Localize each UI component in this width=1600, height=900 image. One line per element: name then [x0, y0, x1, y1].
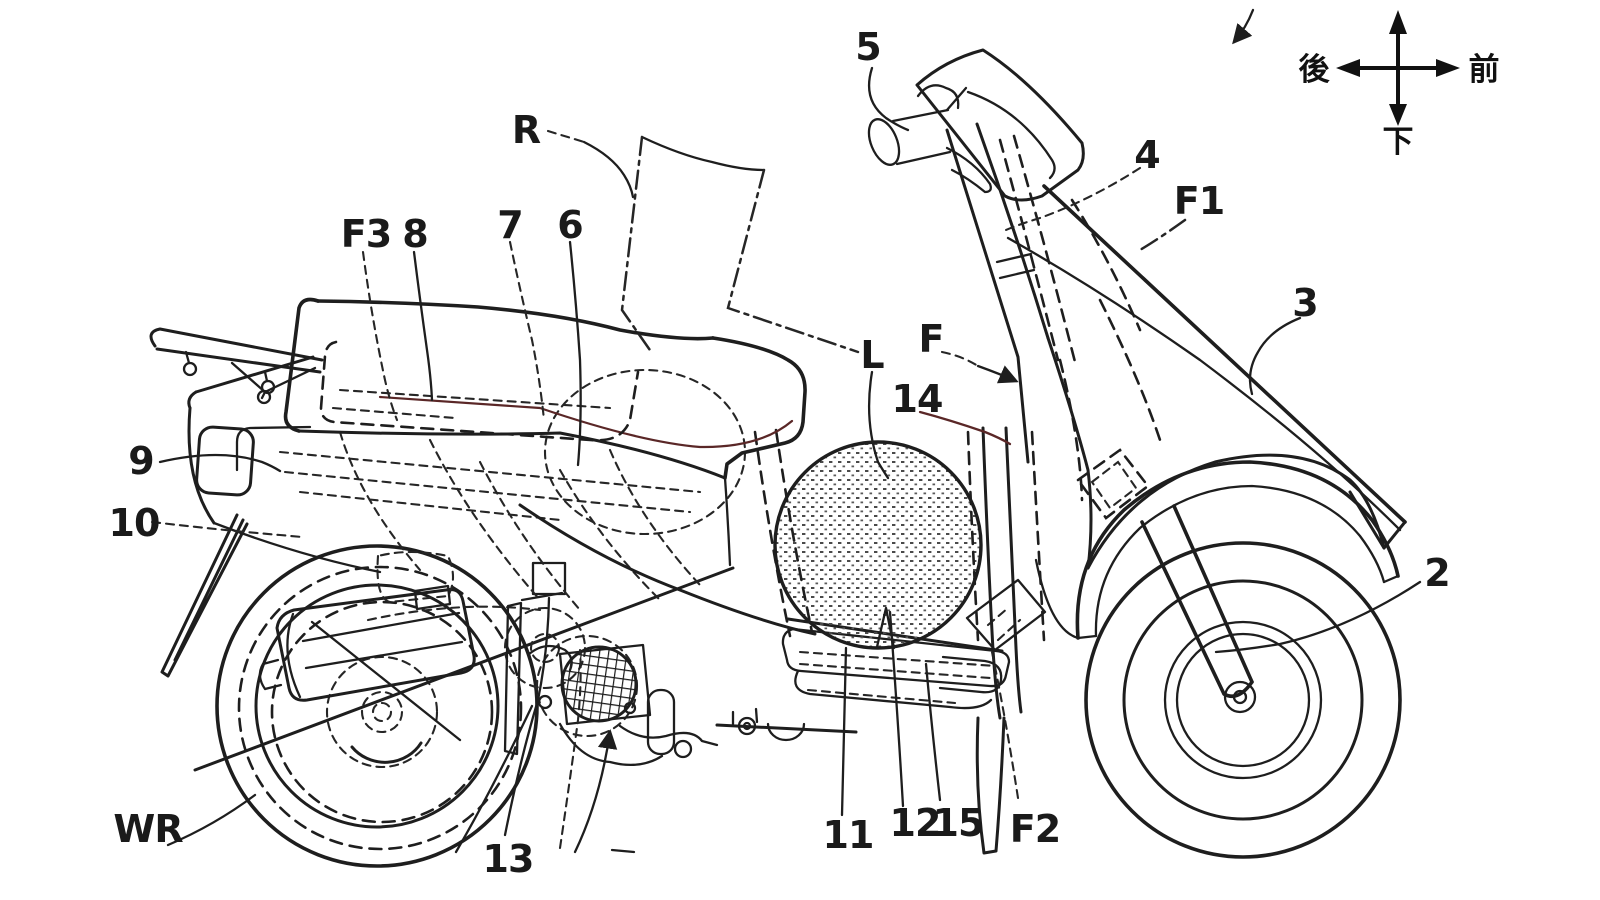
underseat-box-hidden	[319, 340, 640, 442]
windscreen-edge	[1042, 184, 1407, 524]
ref-label-f: F	[919, 317, 944, 361]
front-end	[1006, 184, 1407, 859]
steering-assembly	[867, 48, 1085, 464]
front-arrowhead	[1436, 59, 1460, 77]
muffler	[258, 588, 476, 702]
mud-flap	[160, 513, 249, 678]
engine-sensor-box	[531, 561, 567, 596]
reference-labels: 5 4 F1 3 R F3 8 7 6 L F 14 9 10 2 WR 13 …	[109, 25, 1451, 881]
rear-bodywork	[149, 297, 807, 678]
ref-label-13: 13	[483, 837, 534, 881]
down-arrowhead	[1389, 104, 1407, 126]
fan-shroud	[558, 643, 652, 726]
ref-label-l: L	[860, 333, 884, 377]
ref-label-9: 9	[128, 439, 153, 483]
ref-label-14: 14	[892, 377, 943, 421]
ref-label-11: 11	[823, 813, 874, 857]
ref-label-3: 3	[1292, 281, 1317, 325]
ref-label-f1: F1	[1174, 179, 1224, 223]
belt-drive-hidden-lines	[366, 550, 587, 690]
swingarm-lines	[193, 566, 735, 854]
compass-rear-label: 後	[1299, 52, 1331, 88]
leader-lines	[150, 8, 1422, 854]
ref-label-2: 2	[1424, 551, 1449, 595]
ref-label-7: 7	[497, 203, 522, 247]
underfloor-parts	[715, 707, 1006, 855]
frame-bracket	[965, 578, 1047, 652]
ref-label-6: 6	[557, 203, 582, 247]
direction-compass: 後 前 下	[1299, 10, 1500, 160]
scan-crop-mask	[460, 857, 660, 900]
brake-lever	[945, 146, 992, 194]
ref-label-5: 5	[855, 25, 880, 69]
ref-label-f2: F2	[1010, 807, 1060, 851]
tail-light	[195, 425, 255, 497]
rear-arrowhead	[1336, 59, 1360, 77]
rider-outline	[620, 135, 860, 355]
compass-front-label: 前	[1469, 52, 1500, 88]
ref-label-wr: WR	[113, 807, 183, 851]
ref-label-8: 8	[402, 212, 427, 256]
handlebar-cover	[915, 48, 1085, 202]
up-arrowhead	[1389, 10, 1407, 34]
front-fork	[1140, 504, 1254, 699]
ref-label-12: 12	[890, 801, 941, 845]
ref-label-r: R	[512, 108, 541, 152]
ref-label-15: 15	[933, 801, 984, 845]
figure-pointer-arrow	[1232, 8, 1255, 45]
ref-label-f3: F3	[341, 212, 391, 256]
fuel-tank	[773, 440, 983, 650]
body-crease-line	[378, 395, 794, 449]
front-fender	[1075, 460, 1400, 640]
handlebar-grip	[867, 118, 901, 166]
seat	[283, 297, 807, 567]
front-wheel-drawing	[1084, 541, 1402, 859]
ref-label-10: 10	[109, 501, 160, 545]
compass-down-label: 下	[1383, 124, 1414, 160]
ref-label-4: 4	[1134, 133, 1159, 177]
rear-wheel-drawing	[215, 544, 539, 868]
